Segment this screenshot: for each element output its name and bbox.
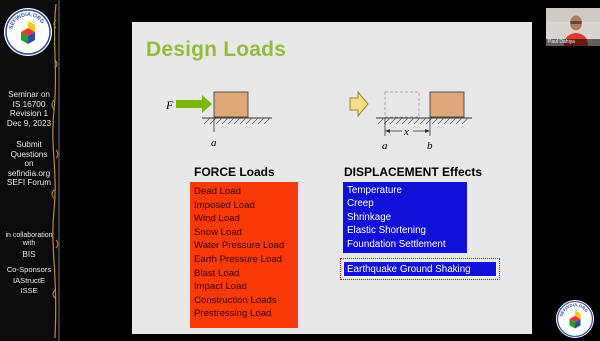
seminar-info: Seminar on IS 16700 Revision 1 Dec 9, 20… — [2, 90, 56, 128]
force-load-item: Imposed Load — [194, 199, 255, 211]
submit-line: Submit — [16, 140, 42, 149]
sefindia-watermark-logo: SEFINDIA.ORG — [556, 300, 594, 338]
cosponsor-item: IAStructE — [12, 276, 46, 285]
displacement-label-b: b — [427, 140, 433, 152]
displacement-label-a: a — [382, 140, 388, 152]
submit-line: SEFI Forum — [6, 178, 52, 188]
displacement-effects-list: Temperature Creep Shrinkage Elastic Shor… — [343, 182, 467, 253]
force-load-item: Wind Load — [194, 213, 240, 225]
seminar-line: IS 16700 — [12, 99, 46, 109]
seminar-line: Dec 9, 2023 — [6, 118, 52, 128]
displacement-item: Elastic Shortening — [347, 225, 426, 237]
sefindia-logo[interactable]: SEFINDIA.ORG — [4, 8, 52, 56]
submit-line: on — [24, 159, 34, 169]
seminar-line: Seminar on — [8, 90, 50, 99]
submit-line: sefindia.org — [7, 168, 51, 178]
vine-decoration — [51, 3, 59, 339]
displacement-item: Temperature — [347, 185, 402, 196]
distance-label-x: x — [403, 126, 409, 138]
sidebar: SEFINDIA.ORG Seminar on IS 16700 Revisio… — [0, 0, 60, 341]
displacement-effects-heading: DISPLACEMENT Effects — [344, 165, 483, 179]
force-load-item: Prestressing Load — [194, 308, 272, 320]
displacement-item: Foundation Settlement — [347, 238, 446, 250]
original-position-block — [384, 91, 420, 118]
cosponsor-item: ISSE — [20, 286, 38, 295]
force-symbol: F — [165, 98, 174, 112]
displacement-item: Shrinkage — [347, 211, 392, 223]
seminar-line: Revision 1 — [9, 109, 49, 119]
submit-line: Questions — [10, 149, 48, 159]
participant-name: Paul Dahiya — [546, 39, 600, 46]
force-load-item: Impact Load — [194, 281, 247, 293]
collaboration-line: in collaboration with — [5, 232, 53, 247]
force-block — [213, 91, 249, 118]
displaced-block — [429, 91, 465, 118]
force-loads-list: Dead Load Imposed Load Wind Load Snow Lo… — [190, 182, 298, 328]
slide-title: Design Loads — [146, 38, 287, 61]
force-load-item: Water Pressure Load — [194, 240, 285, 252]
cosponsor-label: Co-Sponsors — [6, 265, 52, 274]
force-load-item: Construction Loads — [194, 294, 277, 306]
participant-video[interactable]: Paul Dahiya — [546, 8, 600, 46]
force-load-item: Blast Load — [194, 267, 240, 279]
force-load-item: Earth Pressure Load — [194, 253, 282, 265]
displacement-item: Creep — [347, 198, 374, 210]
submit-questions-info: Submit Questions on sefindia.org SEFI Fo… — [2, 140, 56, 188]
force-load-item: Dead Load — [194, 186, 241, 197]
force-load-item: Snow Load — [194, 226, 243, 238]
presentation-slide: Design Loads F a — [132, 22, 532, 334]
earthquake-item: Earthquake Ground Shaking — [343, 261, 497, 277]
force-loads-heading: FORCE Loads — [194, 165, 275, 179]
displacement-arrow-icon — [349, 90, 369, 118]
earthquake-highlight: Earthquake Ground Shaking — [340, 258, 500, 280]
collaboration-org: BIS — [22, 250, 36, 259]
force-arrow-icon — [176, 95, 212, 113]
force-label-a: a — [211, 137, 217, 149]
load-diagrams: F a — [165, 90, 472, 152]
